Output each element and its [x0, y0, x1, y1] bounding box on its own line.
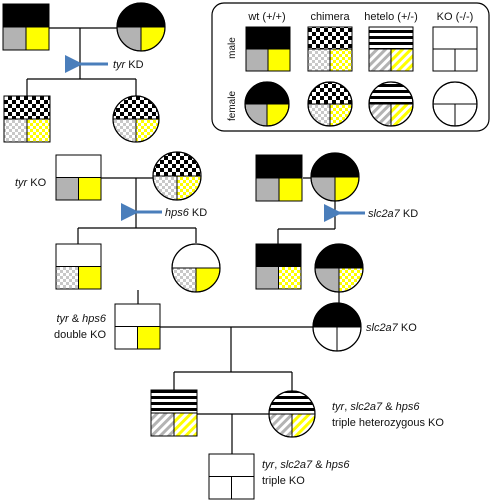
legend-male-hetelo: [368, 26, 414, 72]
gen3-hps6-chimera-male: [55, 243, 102, 290]
gen1-chimera-female: [112, 95, 160, 143]
gen3-hps6-chimera-female: [171, 243, 221, 293]
gen0-wt-female: [116, 2, 166, 52]
slc2a7-kd-label: slc2a7 KD: [368, 208, 418, 220]
slc2a7-ko-female: [312, 302, 362, 352]
pedigree-symbols: [2, 2, 478, 500]
legend-female-chimera: [307, 81, 353, 127]
legend-col-hetelo: hetelo (+/-): [364, 11, 418, 23]
slc-chimera-male: [255, 243, 302, 290]
legend-row-female: female: [227, 91, 238, 121]
slc-chimera-female: [314, 243, 364, 293]
triple-ko-label-line1: tyr, slc2a7 & hps6: [262, 459, 350, 471]
pedigree-labels: tyr KD tyr KO hps6 KD slc2a7 KD tyr & hp…: [15, 59, 444, 487]
kd-arrows: [65, 55, 365, 222]
triple-het-label-line1: tyr, slc2a7 & hps6: [332, 401, 420, 413]
triple-het-label-line2: triple heterozygous KO: [332, 417, 444, 429]
tyr-ko-label: tyr KO: [15, 177, 47, 189]
legend-col-chimera: chimera: [310, 11, 350, 23]
triple-ko-male: [208, 453, 255, 500]
gen2-tyr-ko-male: [55, 154, 102, 201]
legend-col-wt: wt (+/+): [247, 11, 285, 23]
legend-row-male: male: [227, 37, 238, 59]
gen0-wt-male: [2, 3, 50, 51]
triple-het-female: [268, 390, 316, 438]
pedigree-lines: [26, 27, 340, 454]
legend-male-chimera: [307, 26, 353, 72]
legend-col-ko: KO (-/-): [437, 11, 474, 23]
gen1-chimera-male: [3, 95, 51, 143]
legend-male-wt: [245, 26, 291, 72]
slc2a7-ko-label: slc2a7 KO: [366, 322, 417, 334]
legend-male-ko: [432, 26, 478, 72]
slc-wt-male: [255, 154, 303, 202]
double-ko-label-line2: double KO: [54, 329, 106, 341]
legend-female-ko: [432, 81, 478, 127]
triple-ko-label-line2: triple KO: [262, 475, 305, 487]
double-ko-male: [114, 303, 161, 350]
tyr-kd-label: tyr KD: [113, 59, 144, 71]
legend-female-hetelo: [368, 81, 414, 127]
double-ko-label-line1: tyr & hps6: [56, 313, 106, 325]
triple-het-male: [150, 389, 198, 437]
slc-wt-female: [310, 152, 360, 202]
legend-female-wt: [244, 81, 290, 127]
hps6-kd-label: hps6 KD: [165, 207, 207, 219]
gen2-chimera-female: [152, 151, 202, 201]
